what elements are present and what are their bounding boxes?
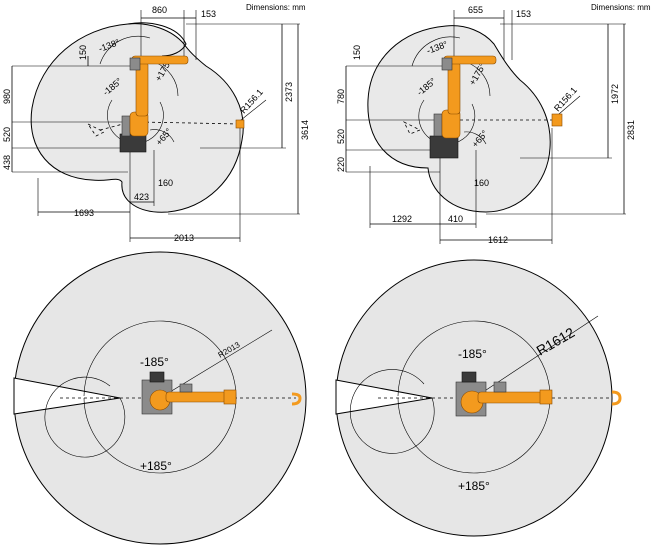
reach-line-2	[99, 117, 147, 131]
radius-label-left: R156.1	[238, 87, 265, 115]
arc-r-138	[411, 36, 461, 67]
arc-r-65	[463, 131, 487, 145]
reach-tri	[86, 122, 105, 137]
reach-tri-r	[403, 121, 421, 135]
dim-top-r1: 655	[468, 5, 483, 15]
units-label-right: Dimensions: mm	[591, 3, 651, 12]
dim-bottom-rb: 410	[448, 214, 463, 224]
robot-wrist-top	[223, 389, 237, 405]
excluded-sector-left	[13, 377, 121, 415]
dim-left-2: 980	[2, 89, 12, 104]
dim-top-r2: 153	[516, 9, 531, 19]
dim-left-r2: 780	[336, 89, 346, 104]
robot-base-r	[429, 135, 459, 159]
robot-cable-top-r	[461, 371, 477, 383]
arc-65	[149, 129, 175, 143]
robot-motor-r	[433, 113, 443, 137]
robot-side-left	[119, 55, 245, 153]
angle-pos-left: +185°	[140, 459, 172, 473]
dim-left-4: 438	[2, 155, 12, 170]
dim-left-r1: 150	[352, 45, 362, 60]
angle-neg-left: -185°	[140, 355, 169, 369]
robot-flange	[235, 119, 245, 129]
robot-top-left	[141, 371, 302, 415]
robot-upper-arm	[131, 55, 189, 65]
tool-flange-top-r	[611, 390, 622, 406]
top-view-left: R2013 -185° +185°	[13, 251, 307, 545]
angle-neg-right: -185°	[458, 347, 487, 361]
robot-top-right	[455, 371, 622, 417]
robot-cable-top	[149, 371, 165, 383]
robot-wrist-top-r	[539, 389, 553, 405]
dim-bottom-a: 1693	[74, 208, 94, 218]
dim-bottom-ra: 1292	[392, 214, 412, 224]
dim-right-a: 2373	[284, 82, 294, 102]
robot-flange-r	[551, 113, 563, 127]
units-label-left: Dimensions: mm	[246, 3, 306, 12]
dim-left-3: 520	[2, 127, 12, 142]
inner-arc-left	[127, 22, 187, 57]
top-view-right: R1612 -185° +185°	[335, 259, 622, 537]
side-view-right: Dimensions: mm 655 153 150 780 520 220 1…	[336, 3, 651, 245]
dim-bottom-d: 2013	[174, 233, 194, 243]
arc-138	[99, 35, 151, 65]
robot-base	[119, 133, 147, 153]
side-view-left: Dimensions: mm 860 153 150 980 520 438 2…	[2, 3, 310, 243]
robot-arm-top	[165, 391, 229, 403]
robot-wrist-motor	[129, 57, 141, 71]
dim-bottom-rc: 160	[474, 178, 489, 188]
tool-flange-top	[291, 392, 302, 406]
dim-right-rb: 2831	[626, 120, 636, 140]
dim-bottom-rd: 1612	[488, 235, 508, 245]
dim-bottom-b: 423	[134, 192, 149, 202]
small-arc-right	[349, 369, 435, 454]
dim-top-2: 153	[201, 9, 216, 19]
robot-motor-top	[179, 383, 193, 393]
reach-line	[139, 121, 241, 125]
radius-label-right: R156.1	[552, 85, 579, 113]
robot-side-right	[429, 55, 563, 159]
dim-right-b: 3614	[300, 120, 310, 140]
radius-line-left	[159, 329, 273, 399]
robot-motor-top-r	[493, 381, 507, 393]
dim-right-ra: 1972	[610, 84, 620, 104]
dim-left-r4: 220	[336, 157, 346, 172]
dim-left-r3: 520	[336, 129, 346, 144]
dim-bottom-c: 160	[158, 178, 173, 188]
dim-top-1: 860	[152, 5, 167, 15]
robot-arm-top-r	[477, 391, 545, 404]
angle-pos-right: +185°	[458, 479, 490, 493]
small-arc-left	[44, 376, 126, 458]
excluded-sector-right	[335, 379, 433, 415]
robot-motor	[121, 115, 131, 137]
dim-left-1: 150	[78, 45, 88, 60]
robot-wrist-motor-r	[441, 57, 453, 71]
